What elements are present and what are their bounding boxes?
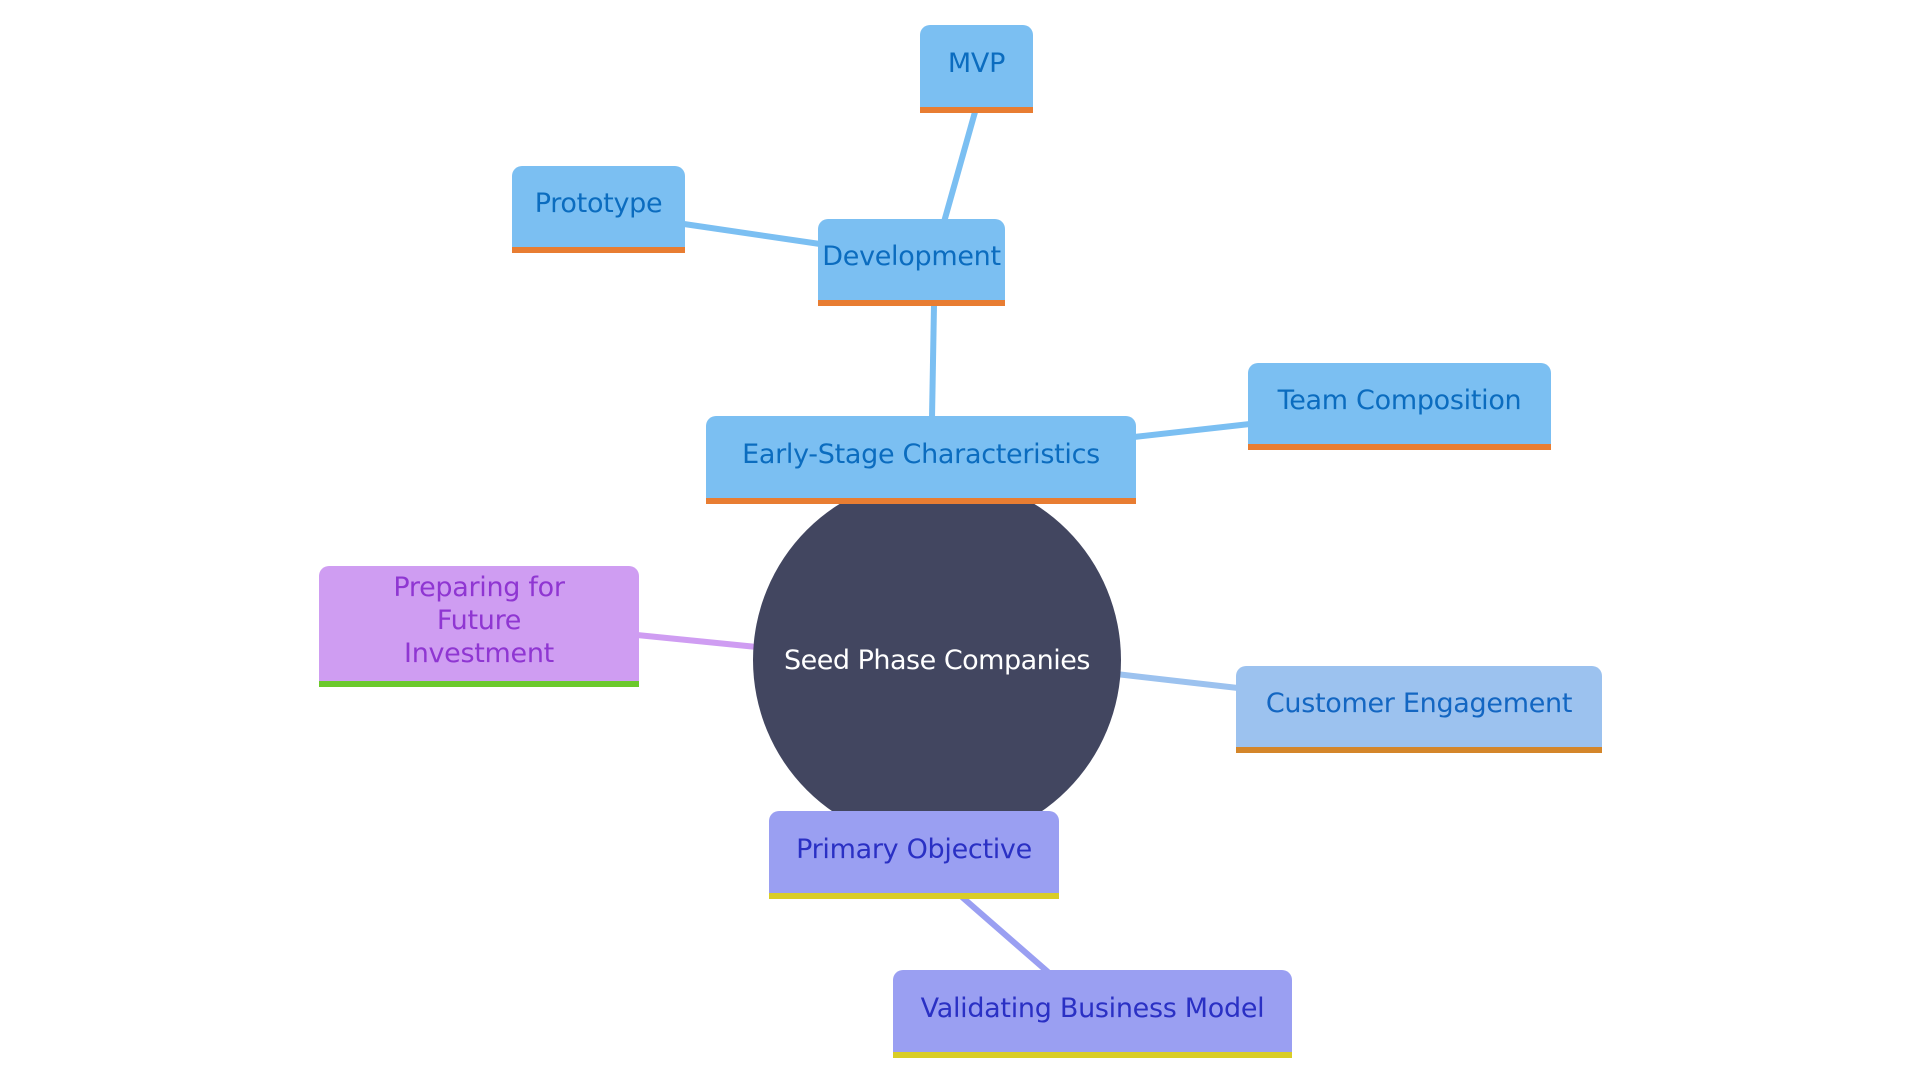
node-primary-objective[interactable]: Primary Objective (769, 811, 1059, 899)
edge-development-prototype (683, 221, 821, 247)
node-label: Preparing for Future Investment (393, 572, 565, 669)
node-label: Early-Stage Characteristics (742, 438, 1100, 470)
node-label: Validating Business Model (920, 992, 1265, 1024)
node-label: Development (822, 241, 1001, 272)
edge-primary-validating (960, 894, 1050, 975)
node-early-stage-characteristics[interactable]: Early-Stage Characteristics (706, 416, 1136, 504)
root-node-seed-phase-companies[interactable]: Seed Phase Companies (753, 476, 1121, 844)
node-label: Customer Engagement (1265, 688, 1573, 719)
node-label: Team Composition (1277, 385, 1522, 416)
node-label: MVP (947, 47, 1006, 79)
node-team-composition[interactable]: Team Composition (1248, 363, 1551, 450)
root-node-label: Seed Phase Companies (784, 644, 1090, 676)
node-development[interactable]: Development (818, 219, 1005, 306)
edge-root-customer (1115, 671, 1239, 691)
node-validating-business-model[interactable]: Validating Business Model (893, 970, 1292, 1058)
edge-development-mvp (941, 111, 978, 223)
node-label: Primary Objective (796, 833, 1032, 865)
node-mvp[interactable]: MVP (920, 25, 1033, 113)
edge-root-preparing (636, 632, 758, 650)
node-preparing-for-future-investment[interactable]: Preparing for Future Investment (319, 566, 639, 687)
node-prototype[interactable]: Prototype (512, 166, 685, 253)
node-label: Prototype (534, 188, 663, 219)
node-customer-engagement[interactable]: Customer Engagement (1236, 666, 1602, 753)
edge-early-team (1133, 421, 1251, 440)
edge-early-development (929, 304, 937, 419)
